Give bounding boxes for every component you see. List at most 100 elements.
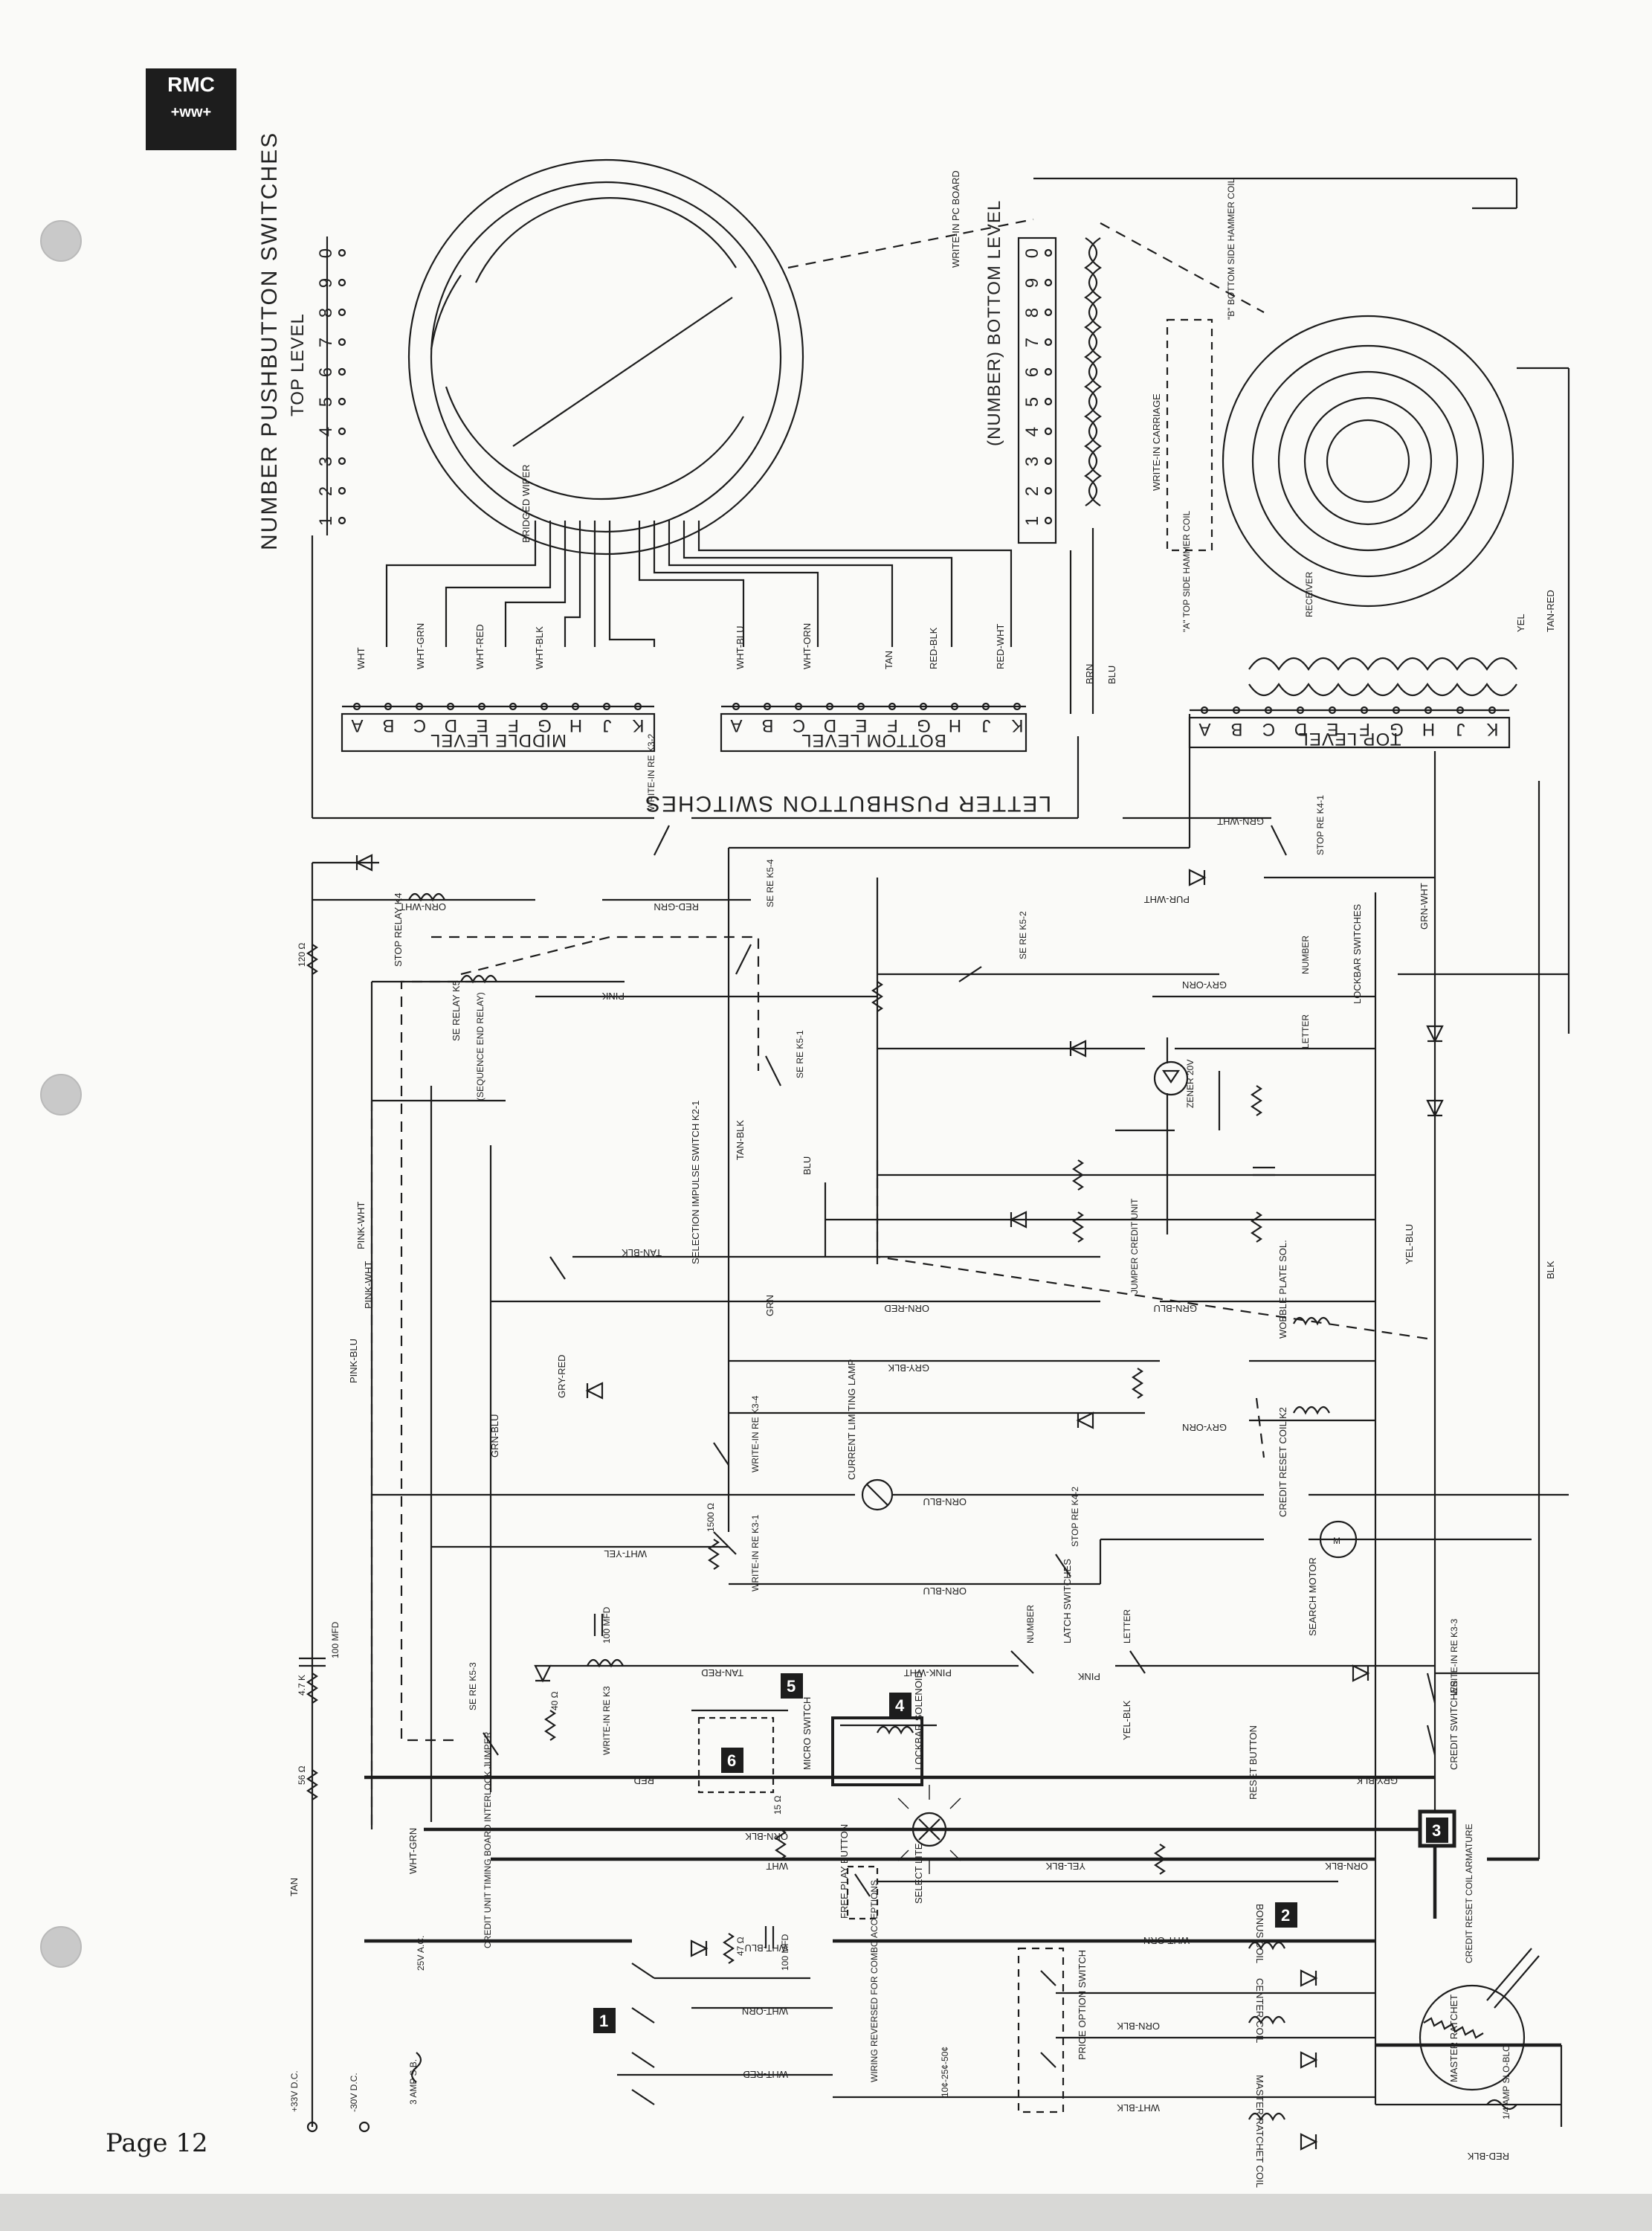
logo-line2: +ww+: [170, 104, 212, 120]
heavy-rails: [364, 1775, 1561, 2047]
branch-wires: [312, 846, 1569, 2106]
top-digit-7-terminal: [338, 338, 346, 347]
number-pushbuttons-title: NUMBER PUSHBUTTON SWITCHES: [257, 132, 282, 550]
carriage-letter-B-terminal: [1232, 706, 1241, 715]
wire-label-red-2: TAN: [288, 1878, 300, 1896]
capacitors: [299, 1166, 1275, 1948]
selection-impulse-label: SELECTION IMPULSE SWITCH K2-1: [690, 1101, 701, 1264]
page-number: Page 12: [106, 2128, 208, 2158]
top-hammer-coil-label: "A" TOP SIDE HAMMER COIL: [1181, 510, 1192, 632]
middle-letter-E-terminal: [477, 702, 486, 711]
bottom-digit-3-terminal: [1044, 457, 1053, 466]
wire-label-tan-red-2: TAN-BLK: [622, 1247, 662, 1258]
wire-label-pink: PINK-WHT: [363, 1261, 374, 1309]
middle-letter-J-terminal: [602, 702, 611, 711]
select-lite-label: SELECT LITE: [913, 1843, 924, 1904]
top-digit-1-terminal: [338, 516, 346, 525]
r4-7k-label: 4.7 K: [297, 1675, 307, 1696]
number-bottom-level-label: (NUMBER) BOTTOM LEVEL: [984, 200, 1004, 446]
lamps-and-motor: M: [861, 1478, 1540, 2091]
wire-label-red-blk: RED-BLK: [928, 627, 939, 669]
wire-label-orn-red-2: ORN-BLK: [1325, 1861, 1368, 1872]
credit-unit-jumper-label: CREDIT UNIT TIMING BOARD INTERLOCK JUMPE…: [483, 1731, 493, 1948]
badge-6-label: 6: [727, 1751, 736, 1770]
wire-label-wht-orn: WHT-ORN: [801, 623, 813, 669]
se-re-k5-1-label: SE RE K5-1: [795, 1030, 805, 1078]
latch-number-label: NUMBER: [1025, 1605, 1036, 1644]
top-digit-8-terminal: [338, 308, 346, 317]
cap-100mfd-label: 100 MFD: [330, 1621, 341, 1658]
middle-letter-C-label: C: [413, 715, 426, 735]
free-play-button-label: FREE PLAY BUTTON: [839, 1824, 850, 1919]
bottom-letter-C-terminal: [794, 702, 803, 711]
current-limiting-lamp-label: CURRENT LIMITING LAMP: [846, 1359, 857, 1480]
wire-label-blu: BLU: [1106, 666, 1117, 684]
se-re-k5-4-label: SE RE K5-4: [765, 859, 775, 907]
top-digit-9-label: 9: [316, 277, 336, 288]
middle-letter-G-terminal: [540, 702, 549, 711]
top-digit-0-label: 0: [316, 248, 336, 258]
badge-5-label: 5: [787, 1677, 796, 1696]
power-rails: [311, 781, 1540, 2127]
wire-label-pur-wht: PUR-WHT: [1144, 894, 1190, 905]
bottom-letter-B-terminal: [763, 702, 772, 711]
top-digit-8-label: 8: [316, 307, 336, 318]
number-stepper-disc: BRIDGED WIPER: [407, 158, 804, 556]
top-digit-6-terminal: [338, 367, 346, 376]
credit-switches-label: CREDIT SWITCHES: [1448, 1680, 1459, 1770]
r1500-label: 1500 Ω: [706, 1503, 716, 1532]
scan-edge: [0, 2194, 1652, 2231]
wire-label-tan-red: TAN-BLK: [735, 1120, 746, 1160]
wire-label-orn-blu-2: ORN-BLU: [923, 1585, 967, 1597]
badge-1: [593, 2008, 616, 2033]
credit-reset-coil-label: CREDIT RESET COIL K2: [1277, 1407, 1288, 1517]
bottom-letter-D-label: D: [823, 715, 836, 735]
master-ratchet-label: MASTER RATCHET: [1448, 1995, 1459, 2082]
callout-badges: 1 2 3 4 5 6: [593, 1673, 1448, 2033]
wire-label-red: TAN: [883, 651, 894, 669]
wire-label-gry-blk-2: GRY-BLK: [1356, 1775, 1398, 1786]
stop-re-k4-1-label: STOP RE K4-1: [1315, 795, 1326, 855]
latch-switches-label: LATCH SWITCHES: [1062, 1559, 1073, 1644]
carriage-letter-C-terminal: [1264, 706, 1273, 715]
transistor-zener: [1153, 1037, 1189, 1234]
receiver-label: RECEIVER: [1304, 571, 1314, 617]
wire-label-grn-blu-2: GRN-BLU: [1153, 1303, 1197, 1314]
wire-label-grn-wht-2: GRN-WHT: [1419, 883, 1430, 930]
disc-to-letter-wires: [385, 521, 1013, 647]
top-digit-4-terminal: [338, 427, 346, 436]
zener-label: ZENER 20V: [1185, 1060, 1196, 1108]
middle-letter-D-terminal: [446, 702, 455, 711]
logo-line1: RMC: [167, 73, 215, 96]
component-labels: STOP RELAY K4 SE RELAY K5 (SEQUENCE END …: [289, 733, 1511, 2188]
wire-label-red-blk-2: RED-BLK: [1467, 2151, 1509, 2162]
bottom-digit-9-label: 9: [1022, 277, 1042, 288]
top-digit-4-label: 4: [316, 426, 336, 437]
wire-label-yel-blu-2: TAN-RED: [701, 1667, 743, 1678]
top-digit-7-label: 7: [316, 337, 336, 347]
pc-board-label: WRITE-IN PC BOARD: [950, 170, 961, 268]
bottom-level-label: BOTTOM LEVEL: [801, 730, 946, 750]
bottom-digit-2-terminal: [1044, 486, 1053, 495]
bottom-digit-6-terminal: [1044, 367, 1053, 376]
wire-label-orn-red-3: ORN-BLK: [1117, 2021, 1160, 2032]
motor-symbol: M: [1333, 1536, 1340, 1546]
carriage-letter-A-label: A: [1198, 719, 1210, 739]
number-top-level-label: TOP LEVEL: [288, 313, 308, 416]
wire-label-yel-blk-2: YEL-BLK: [1045, 1861, 1085, 1872]
bottom-letter-D-terminal: [825, 702, 834, 711]
middle-letter-F-terminal: [509, 702, 517, 711]
middle-letter-B-label: B: [381, 715, 394, 735]
wire-label-wht-red-2: WHT-RED: [743, 2069, 788, 2080]
latch-letter-label: LETTER: [1122, 1609, 1132, 1644]
wire-label-wht-blu-2: WHT-BLU: [745, 1942, 789, 1954]
carriage-letter-E-label: E: [1326, 719, 1338, 739]
bottom-letter-J-terminal: [981, 702, 990, 711]
middle-letter-K-label: K: [631, 715, 644, 735]
r15-label: 15 Ω: [772, 1795, 783, 1815]
badge-5: [781, 1673, 803, 1699]
write-in-carriage: WRITE-IN CARRIAGE "A" TOP SIDE HAMMER CO…: [1033, 177, 1570, 1034]
